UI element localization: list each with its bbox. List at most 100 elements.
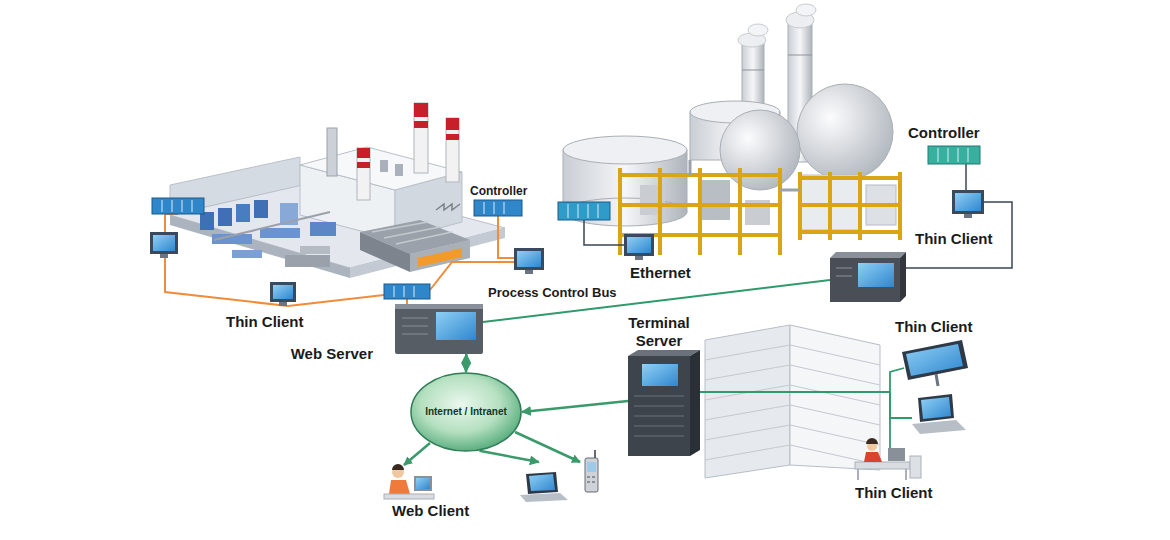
- left-plant: [436, 204, 460, 210]
- lan-line: [889, 392, 891, 448]
- refinery: [563, 4, 900, 255]
- network-connector: [465, 354, 468, 372]
- steel-frame: [620, 173, 780, 177]
- web-client-devices: [520, 493, 568, 502]
- terminal-server-rack: [634, 416, 684, 417]
- refinery: [689, 160, 692, 175]
- left-plant: [170, 215, 350, 278]
- web-client-devices: [414, 476, 432, 491]
- device-label: Terminal Server: [614, 314, 704, 350]
- controller-module: [494, 202, 495, 214]
- office-building: [790, 365, 880, 385]
- device-label: Web Server: [291, 345, 373, 363]
- office-building: [705, 345, 790, 360]
- process-control-bus-line: [406, 299, 408, 304]
- controller-module: [172, 200, 173, 212]
- office-building: [790, 405, 880, 425]
- thin-client-terminal: [830, 252, 906, 258]
- thin-client-devices: [855, 462, 910, 469]
- office-building: [705, 325, 880, 478]
- thin-client-terminal: [858, 263, 894, 287]
- thin-client-devices: [921, 397, 951, 419]
- left-plant: [327, 128, 337, 176]
- terminal-server-rack: [628, 356, 690, 456]
- lan-line: [700, 368, 912, 448]
- thin-client-devices: [912, 420, 966, 434]
- thin-client-monitor: [955, 193, 981, 211]
- steel-frame: [800, 176, 900, 180]
- left-plant: [285, 255, 330, 267]
- thin-client-monitor: [514, 248, 544, 270]
- terminal-server-rack: [642, 364, 678, 386]
- process-control-bus-line: [498, 216, 514, 258]
- left-plant: [410, 240, 470, 272]
- web-client-devices: [587, 476, 590, 478]
- terminal-server-rack: [634, 396, 684, 436]
- refinery: [563, 136, 687, 164]
- thin-client-monitor: [150, 232, 178, 254]
- thin-client-terminal: [900, 252, 906, 302]
- controller-module: [152, 198, 204, 214]
- thin-client-devices: [936, 374, 938, 386]
- thin-client-label: Thin Client: [855, 484, 933, 502]
- refinery: [780, 189, 800, 192]
- controller-module: [474, 200, 522, 216]
- terminal-server-rack: [634, 426, 684, 427]
- web-server-device: [402, 326, 428, 327]
- controller-module: [938, 148, 939, 162]
- thin-client-terminal: [830, 252, 906, 302]
- controller-module: [394, 286, 395, 297]
- refinery: [796, 4, 816, 16]
- thin-client-devices: [857, 469, 859, 480]
- web-client-devices: [384, 450, 598, 502]
- web-client-devices: [529, 474, 555, 491]
- web-client-devices: [587, 481, 590, 483]
- controller-module: [928, 146, 980, 164]
- web-client: Web Client: [368, 462, 612, 522]
- controller-wiring: [965, 164, 967, 190]
- thin-client-devices: [864, 452, 882, 462]
- web-server-device: [395, 304, 483, 354]
- thin-client-devices: [905, 469, 907, 480]
- left-plant: [300, 246, 330, 254]
- left-plant: [310, 222, 336, 236]
- thin-client-devices: [918, 394, 954, 422]
- thin-client-label: Thin Client: [895, 318, 973, 336]
- thin-client-devices: [855, 340, 968, 480]
- refinery: [788, 55, 812, 56]
- web-client-devices: [587, 476, 595, 483]
- thin-client-terminal: [836, 268, 852, 269]
- refinery: [748, 24, 768, 36]
- thin-client-monitor: [150, 190, 984, 306]
- controller-module: [484, 202, 485, 214]
- controller-module: [162, 200, 163, 212]
- left-plant: [260, 228, 300, 238]
- left-plant: [200, 212, 214, 230]
- web-client-devices: [389, 480, 410, 494]
- thin-client-monitor: [627, 237, 651, 253]
- steel-frame: [698, 168, 702, 255]
- process-control-bus-line: [165, 214, 288, 306]
- controller-label: Controller: [908, 124, 980, 142]
- steel-frame: [618, 168, 622, 255]
- controller-module: [568, 204, 569, 218]
- thin-client-devices: [906, 344, 963, 376]
- web-client-devices: [585, 458, 598, 492]
- left-plant: [380, 160, 388, 172]
- left-plant: [300, 147, 462, 190]
- left-plant: [236, 204, 250, 222]
- office-building: [705, 405, 790, 420]
- web-client-devices: [526, 472, 558, 494]
- office-building: [790, 345, 880, 365]
- controller-module: [192, 200, 193, 212]
- lan-line: [890, 392, 912, 418]
- steel-frame: [800, 203, 900, 207]
- web-server: Web Server: [395, 304, 483, 354]
- controller-module: [414, 286, 415, 297]
- ethernet-label: Ethernet: [630, 264, 691, 282]
- web-client-devices: [392, 464, 404, 470]
- controller-module: [958, 148, 959, 162]
- left-plant: [414, 103, 428, 173]
- network-connector: [522, 401, 628, 412]
